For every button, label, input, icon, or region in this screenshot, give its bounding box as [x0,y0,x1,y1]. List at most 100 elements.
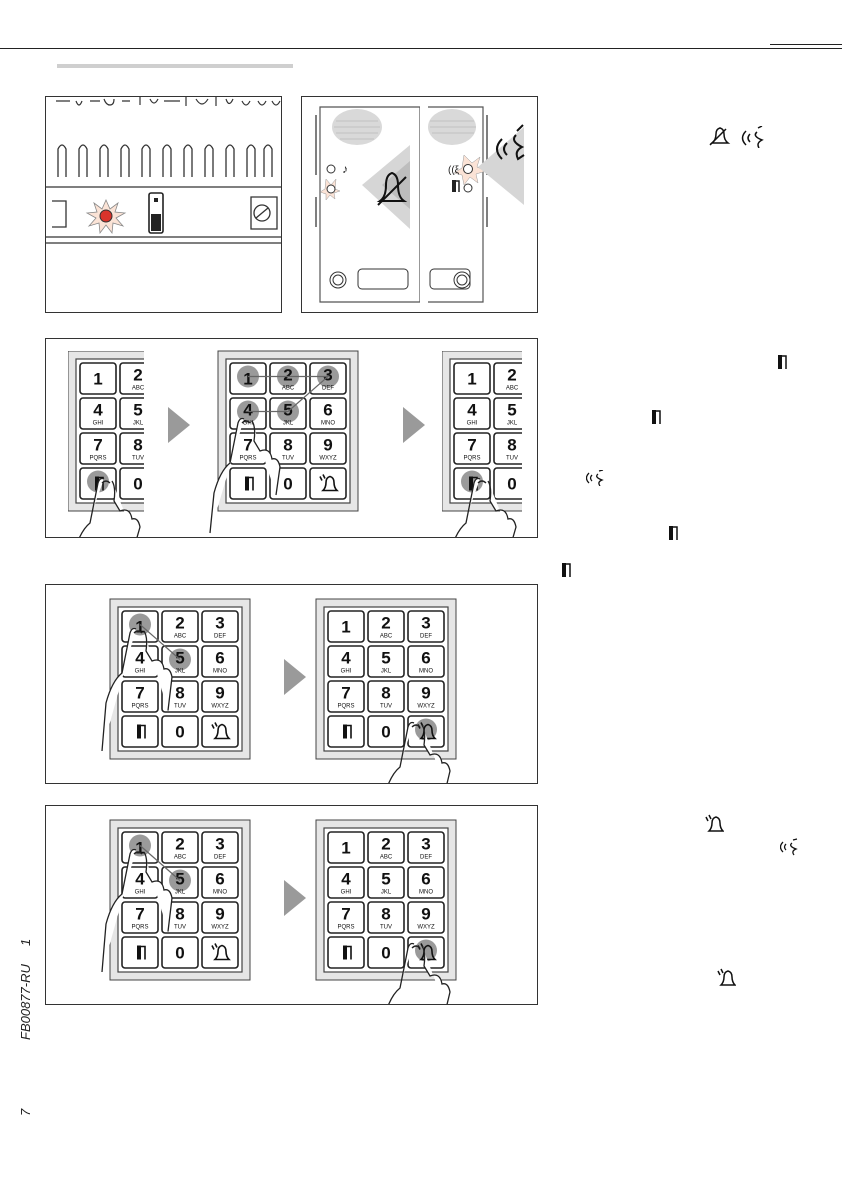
keypad-key[interactable] [201,715,239,748]
key-digit: 0 [133,475,142,494]
keypad-key[interactable]: 0 [367,715,405,748]
keypad-key[interactable]: 0 [119,467,156,500]
next-step-arrow [168,407,190,443]
key-digit: 7 [93,436,102,455]
pointing-hand [209,417,281,534]
keypad-key[interactable] [453,467,491,500]
keypad-key[interactable] [229,467,267,500]
keypad-key[interactable] [121,936,159,969]
keypad-key[interactable] [201,936,239,969]
keypad-key[interactable] [327,936,365,969]
keypad-key[interactable]: 1 [453,362,491,395]
keypad-key[interactable]: 1 [229,362,267,395]
key-letters: JKL [133,421,144,427]
intercom-illustration: ♪ ((ξ [315,97,525,312]
keypad-key[interactable]: 0 [161,715,199,748]
key-digit: 5 [283,401,292,420]
key-letters: ABC [174,634,187,640]
keypad-key[interactable]: 0 [493,467,530,500]
bell-icon [211,943,231,961]
key-letters: GHI [341,669,352,675]
next-step-arrow [284,659,306,695]
key-letters: JKL [507,421,518,427]
key-letters: DEF [172,386,184,392]
keypad-key[interactable]: 0 [161,936,199,969]
keypad-key[interactable]: 0 [367,936,405,969]
key-letters: TUV [174,925,186,931]
key-digit: 1 [243,370,252,389]
keypad-key[interactable]: 1 [79,362,117,395]
key-digit: 0 [283,475,292,494]
key-letters: DEF [214,634,226,640]
key-digit: 9 [421,684,430,703]
door-icon [669,526,678,540]
keypad-key[interactable] [160,468,196,499]
keypad-key[interactable]: 1 [327,610,365,643]
keypad-key[interactable] [534,468,537,499]
keypad-key[interactable]: 1 [121,610,159,643]
code-entry-illustration: 12ABC3DEF4GHI5JKL6MNO7PQRS8TUV9WXYZ012AB… [68,339,537,537]
keypad-key[interactable] [121,715,159,748]
keypad-key[interactable]: 1 [121,831,159,864]
voice-icon [780,838,798,856]
door-icon [652,410,661,424]
keypad-key[interactable] [309,467,347,500]
key-letters: GHI [341,890,352,896]
keypad-key[interactable] [327,715,365,748]
keypad-key[interactable]: 1 [327,831,365,864]
key-letters: ABC [380,855,393,861]
key-letters: MNO [213,890,227,896]
